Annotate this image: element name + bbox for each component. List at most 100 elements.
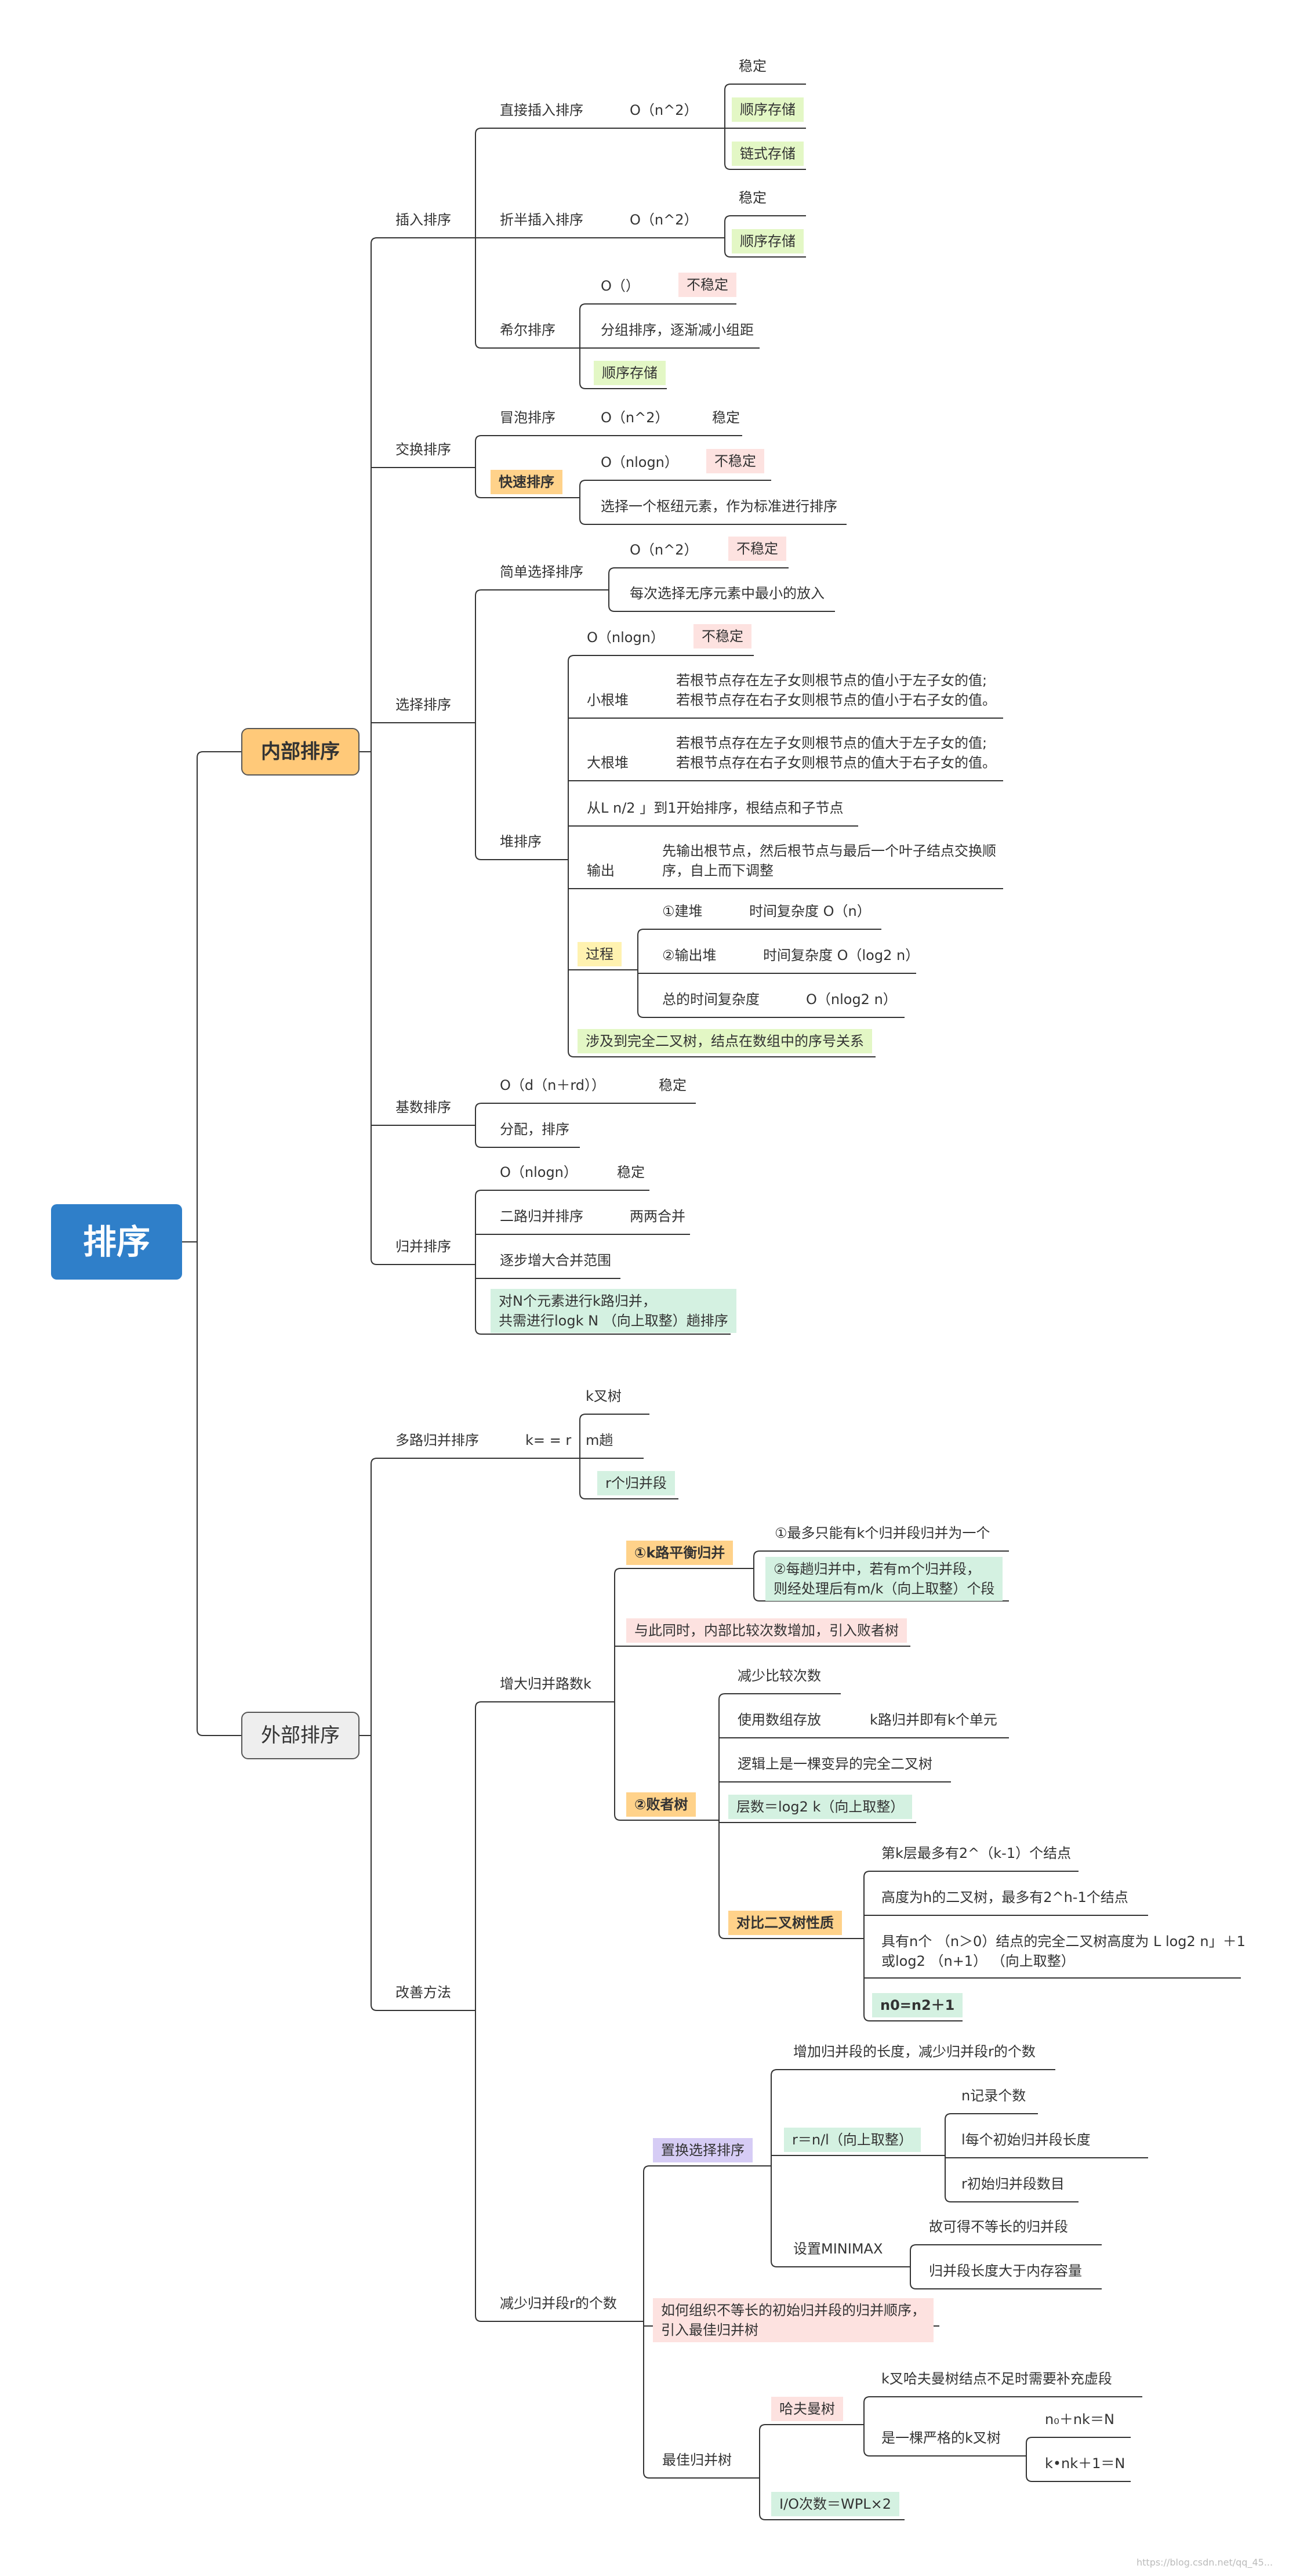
balanced-point-1: ①最多只能有k个归并段归并为一个 <box>775 1525 990 1541</box>
loser-levels: 层数＝log2 k（向上取整） <box>728 1795 913 1819</box>
connector <box>771 2069 778 2076</box>
m-passes: m趟 <box>586 1432 613 1448</box>
connector <box>579 382 586 389</box>
connector <box>637 929 644 936</box>
heap-process[interactable]: 过程 <box>578 942 622 966</box>
quick-sort[interactable]: 快速排序 <box>491 470 562 494</box>
radix-sort[interactable]: 基数排序 <box>395 1099 451 1115</box>
binary-insert-complexity: O（n^2） <box>630 212 698 228</box>
reduce-r[interactable]: 减少归并段r的个数 <box>500 2295 617 2311</box>
k-way-balanced-merge[interactable]: ①k路平衡归并 <box>626 1541 734 1565</box>
simple-selection-complexity: O（n^2） <box>630 542 698 558</box>
connector <box>579 1492 586 1499</box>
connector <box>718 1932 725 1939</box>
best-merge-tree[interactable]: 最佳归并树 <box>662 2452 732 2468</box>
improve-methods[interactable]: 改善方法 <box>395 1984 451 2001</box>
radix-stable: 稳定 <box>659 1077 687 1093</box>
internal-sort-node[interactable]: 内部排序 <box>241 728 360 776</box>
multi-way-merge[interactable]: 多路归并排序 <box>395 1432 479 1448</box>
connector <box>608 567 615 574</box>
heap-sort[interactable]: 堆排序 <box>500 834 542 850</box>
insert-sort[interactable]: 插入排序 <box>395 212 451 228</box>
connector <box>863 1871 870 1878</box>
shell-sort[interactable]: 希尔排序 <box>500 322 555 338</box>
connector <box>724 251 731 258</box>
merge-sort[interactable]: 归并排序 <box>395 1238 451 1255</box>
shell-complexity: O（） <box>601 278 640 294</box>
connector <box>568 655 575 662</box>
heap-tree-note: 涉及到完全二叉树，结点在数组中的序号关系 <box>578 1029 872 1053</box>
binary-prop-3: 具有n个 （n＞0）结点的完全二叉树高度为 L log2 n」＋1 或log2 … <box>881 1933 1246 1969</box>
connector <box>197 751 204 758</box>
quick-complexity: O（nlogn） <box>601 454 678 470</box>
connector <box>945 2113 952 2120</box>
external-sort-node[interactable]: 外部排序 <box>241 1712 360 1759</box>
exchange-sort[interactable]: 交换排序 <box>395 441 451 458</box>
connector <box>579 303 586 310</box>
connector <box>475 1141 482 1148</box>
io-count: I/O次数＝WPL×2 <box>771 2492 900 2516</box>
two-way-merge[interactable]: 二路归并排序 <box>500 1208 583 1224</box>
connector <box>371 237 377 244</box>
connector <box>724 84 731 90</box>
replace-run-longer: 归并段长度大于内存容量 <box>929 2263 1082 2279</box>
heap-process-output-time: 时间复杂度 O（log2 n） <box>763 947 920 963</box>
connector <box>579 1414 586 1421</box>
replace-n-records: n记录个数 <box>961 2088 1026 2104</box>
replacement-selection[interactable]: 置换选择排序 <box>653 2138 753 2162</box>
min-heap-desc: 若根节点存在左子女则根节点的值小于左子女的值; 若根节点存在右子女则根节点的值小… <box>676 672 996 708</box>
loser-tree[interactable]: ②败者树 <box>626 1792 696 1817</box>
binary-insert-sort[interactable]: 折半插入排序 <box>500 212 583 228</box>
loser-array-storage: 使用数组存放 <box>738 1712 821 1728</box>
direct-insert-seq-storage: 顺序存储 <box>732 97 804 122</box>
connector <box>1026 2437 1033 2444</box>
binary-insert-seq-storage: 顺序存储 <box>732 229 804 253</box>
connector <box>614 1814 621 1821</box>
heap-output[interactable]: 输出 <box>587 863 615 879</box>
root-node[interactable]: 排序 <box>51 1204 182 1280</box>
connector <box>608 605 615 612</box>
radix-desc: 分配，排序 <box>500 1121 569 1137</box>
balanced-point-2: ②每趟归并中，若有m个归并段， 则经处理后有m/k（向上取整）个段 <box>765 1557 1003 1601</box>
loser-fewer-compares: 减少比较次数 <box>738 1668 821 1684</box>
connector <box>475 491 482 498</box>
merge-complexity: O（nlogn） <box>500 1164 578 1180</box>
max-heap[interactable]: 大根堆 <box>587 755 629 771</box>
heap-process-output: ②输出堆 <box>662 947 717 963</box>
increase-k[interactable]: 增大归并路数k <box>500 1676 591 1692</box>
merge-stable: 稳定 <box>617 1164 645 1180</box>
connector <box>475 1103 482 1110</box>
bubble-sort[interactable]: 冒泡排序 <box>500 410 555 426</box>
min-heap[interactable]: 小根堆 <box>587 692 629 708</box>
loser-complete-tree: 逻辑上是一棵变异的完全二叉树 <box>738 1756 932 1772</box>
connector <box>863 2396 870 2403</box>
compare-binary-tree[interactable]: 对比二叉树性质 <box>728 1911 842 1935</box>
huffman-tree[interactable]: 哈夫曼树 <box>771 2397 843 2421</box>
heap-process-total: 总的时间复杂度 <box>662 991 760 1008</box>
connector <box>475 2315 482 2322</box>
shell-desc: 分组排序，逐渐减小组距 <box>601 322 754 338</box>
binary-insert-stable: 稳定 <box>739 190 767 206</box>
connector <box>724 163 731 170</box>
binary-prop-4: n0=n2＋1 <box>872 1993 963 2017</box>
connector <box>197 1729 204 1736</box>
shell-seq-storage: 顺序存储 <box>594 361 666 385</box>
connector <box>759 2513 766 2520</box>
simple-selection-sort[interactable]: 简单选择排序 <box>500 564 583 580</box>
k-ary-tree: k叉树 <box>586 1388 622 1404</box>
connector <box>724 215 731 222</box>
direct-insert-stable: 稳定 <box>739 58 767 74</box>
two-way-merge-desc: 两两合并 <box>630 1208 685 1224</box>
connector <box>579 480 586 487</box>
simple-selection-desc: 每次选择无序元素中最小的放入 <box>630 585 825 602</box>
heap-unstable: 不稳定 <box>693 624 751 648</box>
direct-insert-sort[interactable]: 直接插入排序 <box>500 102 583 118</box>
max-heap-desc: 若根节点存在左子女则根节点的值大于左子女的值; 若根节点存在右子女则根节点的值大… <box>676 735 996 771</box>
direct-insert-link-storage: 链式存储 <box>732 142 804 166</box>
bubble-stable: 稳定 <box>712 410 740 426</box>
gradual-merge: 逐步增大合并范围 <box>500 1252 611 1269</box>
connector <box>643 2165 650 2172</box>
simple-selection-unstable: 不稳定 <box>728 537 786 561</box>
replace-r-count: r初始归并段数目 <box>961 2176 1065 2192</box>
selection-sort[interactable]: 选择排序 <box>395 697 451 713</box>
